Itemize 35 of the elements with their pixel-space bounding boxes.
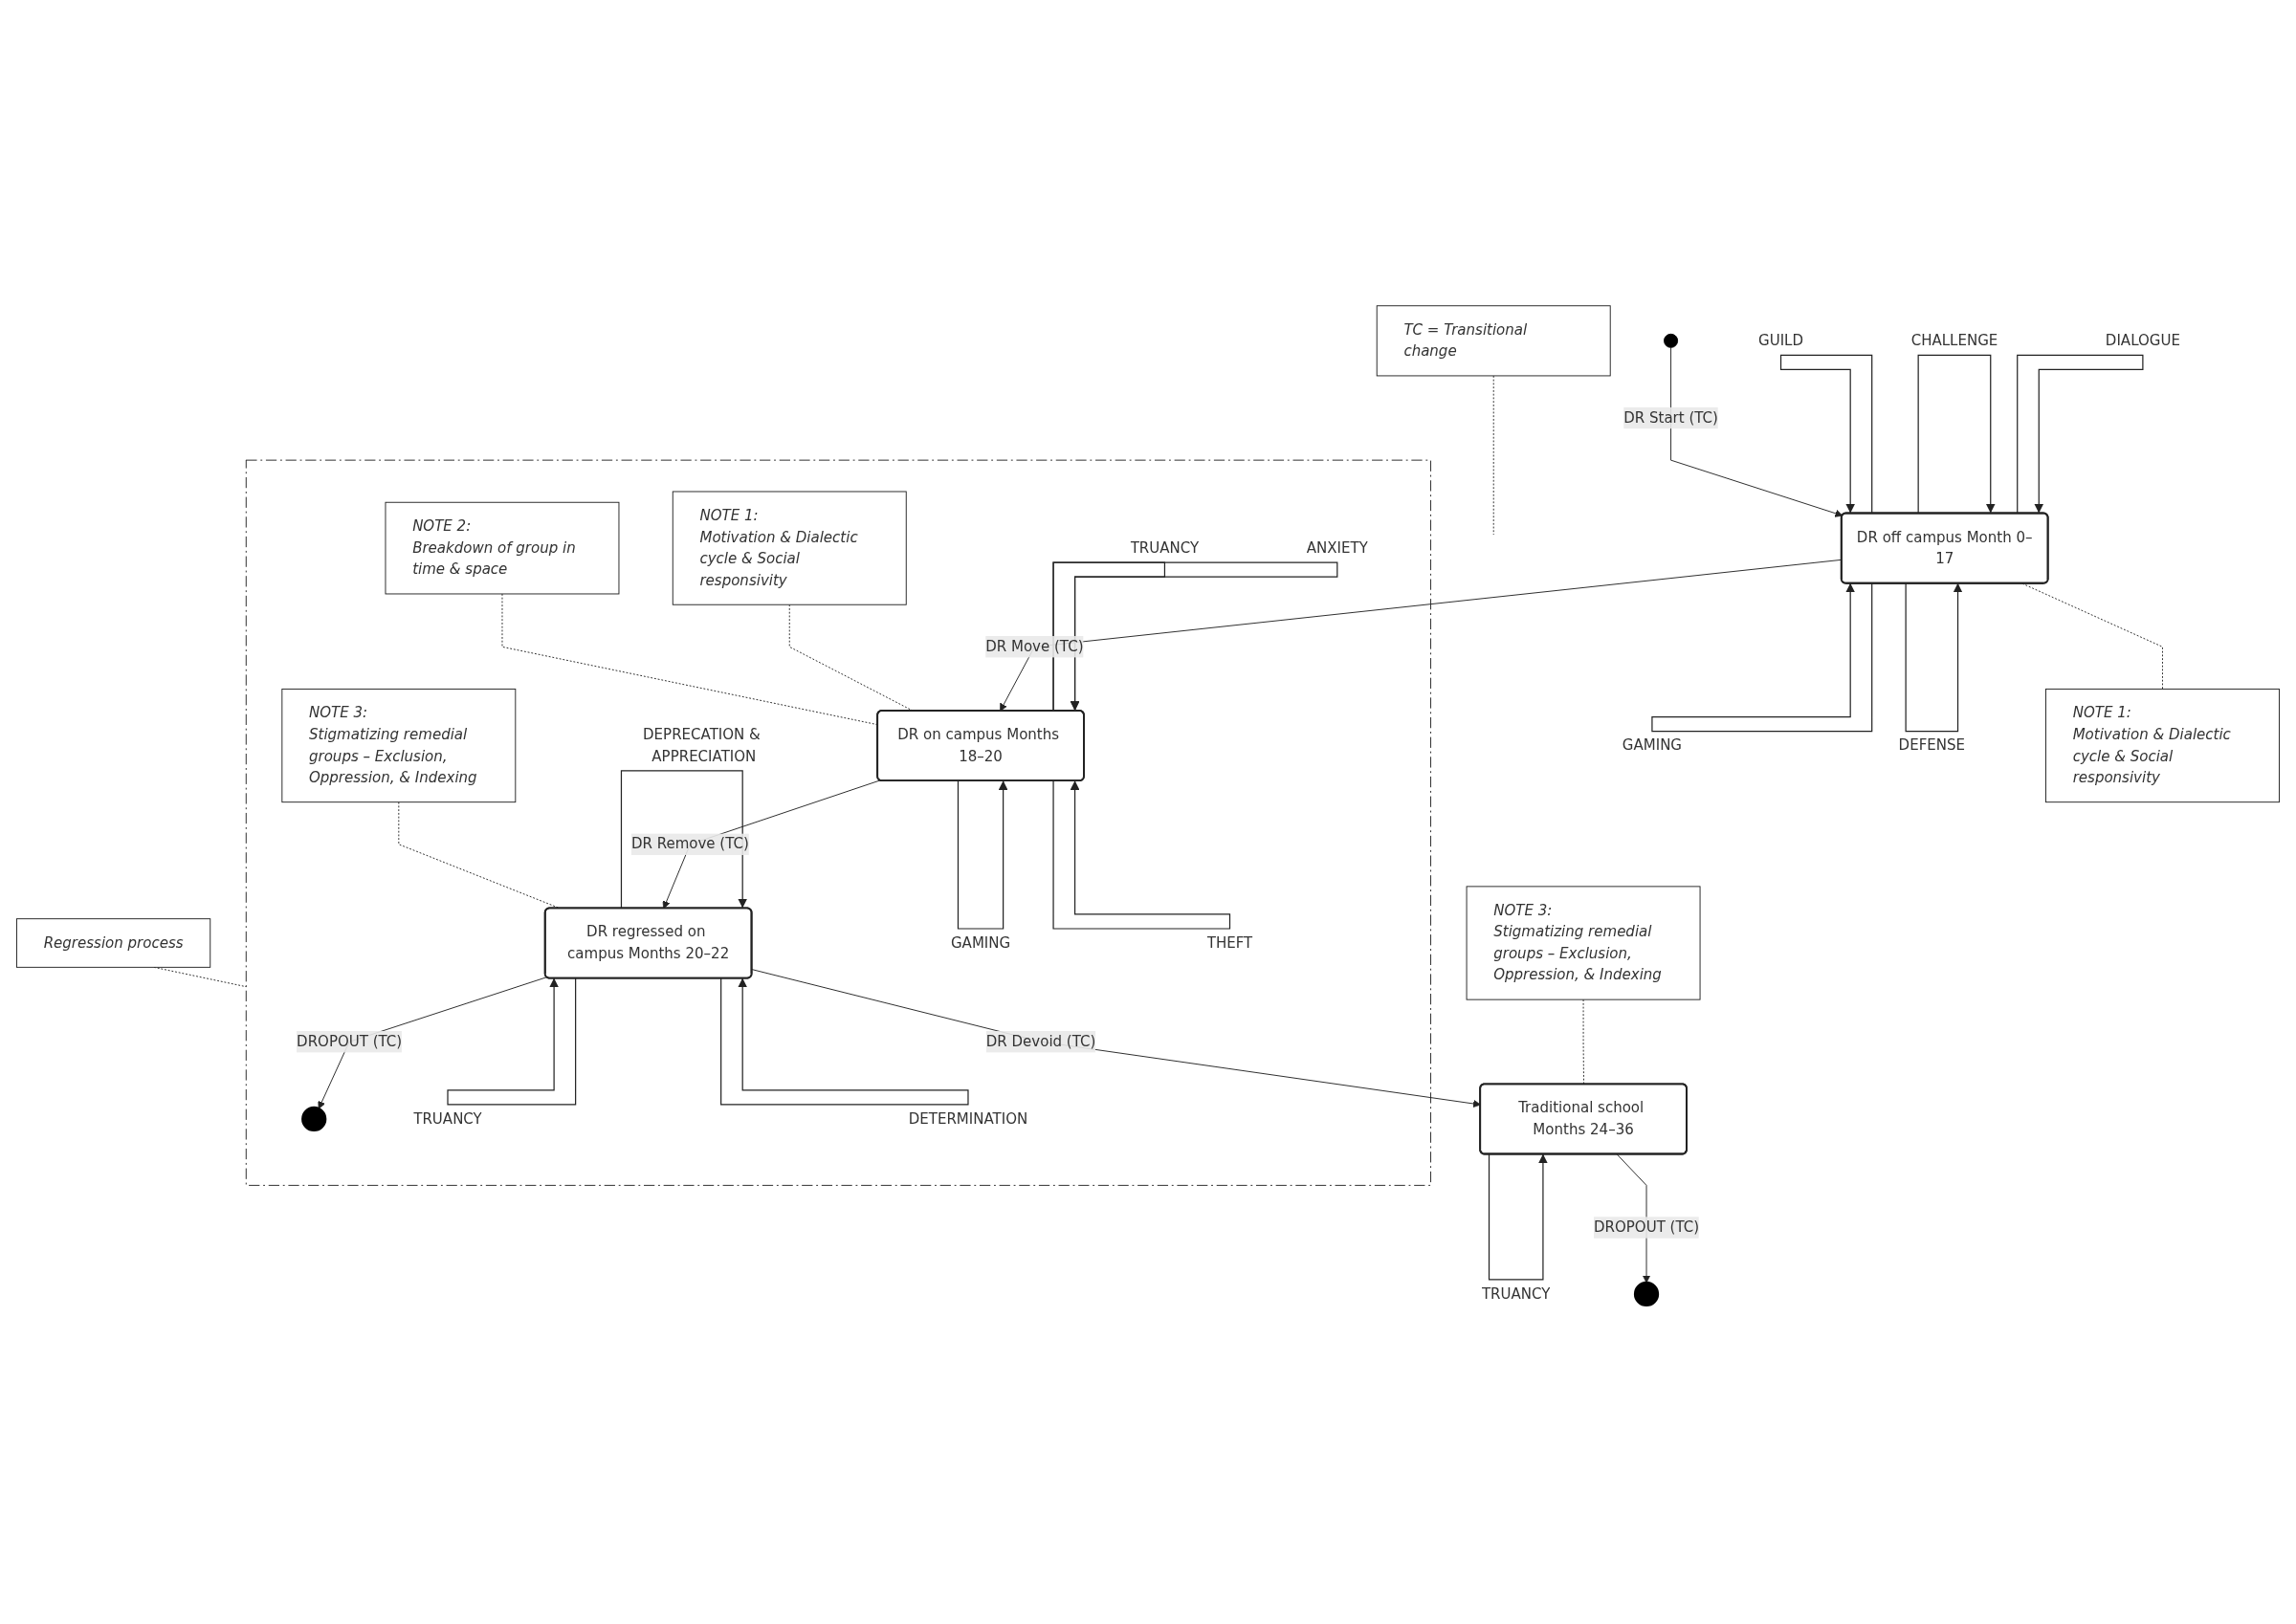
dashed-line (2021, 582, 2163, 690)
region-frame (245, 459, 1431, 1186)
arrow (2017, 354, 2144, 515)
edge-label: DR Remove (TC) (630, 833, 749, 856)
arrow (957, 779, 1008, 930)
final-state-circle (1633, 1281, 1660, 1307)
arrow (720, 977, 969, 1106)
edge-label: DROPOUT (TC) (297, 1030, 403, 1053)
note-box: NOTE 3: Stigmatizing remedial groups – Exclusion, Oppression, & Indexing (281, 688, 517, 803)
state-box: DR off campus Month 0–17 (1840, 512, 2049, 584)
arrow (1488, 1152, 1548, 1281)
note-box: NOTE 1: Motivation & Dialectic cycle & Social responsivity (2045, 688, 2280, 803)
arrow (1917, 354, 1996, 515)
note-box: NOTE 2: Breakdown of group in time & space (385, 501, 620, 595)
edge-label: DROPOUT (TC) (1593, 1217, 1700, 1239)
note-box: NOTE 3: Stigmatizing remedial groups – Exclusion, Oppression, & Indexing (1466, 886, 1701, 1000)
note-box: NOTE 1: Motivation & Dialectic cycle & Social responsivity (672, 491, 907, 605)
arrow (1779, 354, 1873, 515)
arrow (1905, 582, 1963, 733)
edge-label: DR Start (TC) (1623, 406, 1718, 429)
state-box: DR regressed on campus Months 20–22 (543, 907, 753, 979)
arrow (447, 977, 577, 1106)
arrow (620, 770, 748, 909)
note-box: Regression process (16, 918, 211, 968)
note-box: TC = Transitional change (1376, 305, 1611, 377)
final-state-circle (301, 1106, 327, 1132)
initial-state-dot (1664, 333, 1679, 348)
state-box: DR on campus Months 18–20 (876, 710, 1085, 782)
edge-label: DR Move (TC) (985, 636, 1084, 658)
state-box: Traditional school Months 24–36 (1479, 1083, 1688, 1155)
arrow (1651, 582, 1873, 733)
edge-label: DR Devoid (TC) (985, 1030, 1096, 1053)
arrow (1052, 561, 1338, 712)
dashed-line (1492, 375, 1494, 536)
arrow (1052, 779, 1231, 930)
